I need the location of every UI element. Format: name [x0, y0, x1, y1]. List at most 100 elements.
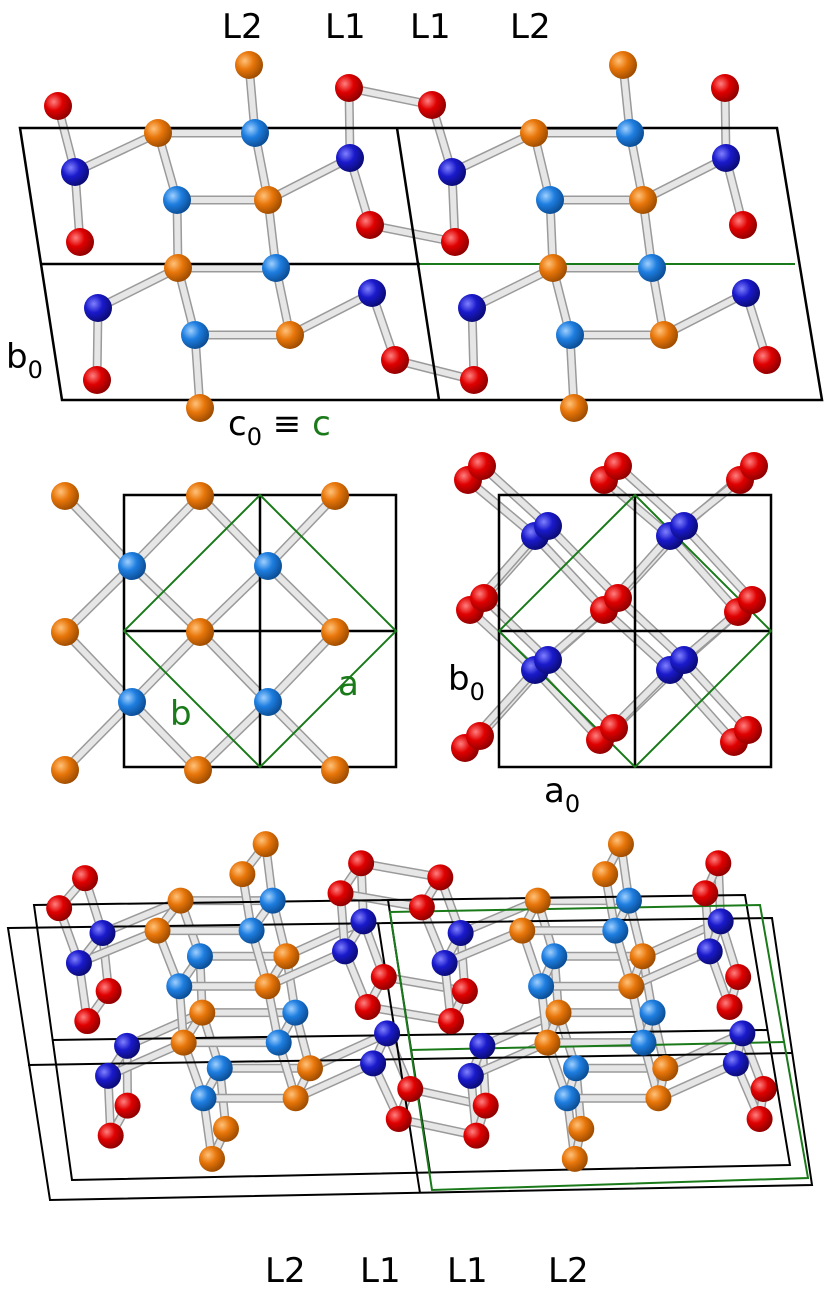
bond — [601, 477, 673, 539]
orange-atom — [297, 1055, 323, 1082]
red-atom — [451, 978, 478, 1005]
orange-atom — [321, 756, 349, 784]
bond — [197, 563, 271, 635]
bottom-cell-mid-front — [27, 1052, 793, 1066]
light-blue-atom — [259, 887, 286, 914]
dark-blue-atom — [469, 1032, 496, 1059]
bottom-cell-back — [32, 893, 792, 1182]
top-label-l2-right: L2 — [510, 7, 551, 47]
light-blue-atom — [118, 688, 146, 716]
bond — [95, 265, 181, 311]
bond — [346, 85, 435, 108]
orange-atom — [321, 618, 349, 646]
red-atom — [418, 91, 446, 119]
red-atom — [734, 716, 762, 744]
orange-atom — [539, 254, 567, 282]
bond — [532, 533, 607, 613]
bond — [129, 493, 203, 569]
red-atom — [44, 92, 72, 120]
axis-b0-mid-label: b0 — [448, 659, 485, 706]
orange-atom — [254, 186, 282, 214]
bond — [287, 290, 375, 338]
red-atom — [335, 74, 363, 102]
red-atom — [83, 366, 111, 394]
dark-blue-atom — [114, 1032, 141, 1059]
top-panel: L2 L1 L1 L2 b0 c0 ≡ c — [6, 7, 824, 451]
red-atom — [711, 74, 739, 102]
dark-blue-atom — [729, 1020, 756, 1047]
light-blue-atom — [118, 552, 146, 580]
dark-blue-atom — [732, 279, 760, 307]
red-atom — [705, 850, 732, 877]
light-blue-atom — [265, 1029, 292, 1056]
red-atom — [468, 452, 496, 480]
orange-atom — [144, 917, 171, 944]
red-atom — [746, 1106, 773, 1132]
light-blue-atom — [282, 999, 309, 1026]
red-atom — [604, 584, 632, 612]
light-blue-atom — [630, 1029, 657, 1056]
axis-b0-label: b0 — [6, 337, 43, 384]
bond — [62, 563, 135, 635]
red-atom — [600, 714, 628, 742]
orange-atom — [282, 1085, 309, 1112]
bond — [197, 629, 271, 705]
orange-atom — [170, 1029, 197, 1056]
dark-blue-atom — [707, 908, 734, 935]
dark-blue-atom — [360, 1050, 387, 1077]
bond — [265, 493, 338, 569]
red-atom — [408, 894, 435, 921]
red-atom — [729, 211, 757, 239]
light-blue-atom — [190, 1085, 217, 1112]
middle-left-bonds — [60, 491, 340, 775]
orange-atom — [650, 321, 678, 349]
top-atoms — [44, 51, 781, 422]
bond — [265, 629, 338, 705]
red-atom — [692, 880, 719, 907]
orange-atom — [618, 973, 645, 1000]
dark-blue-atom — [534, 646, 562, 674]
orange-atom — [273, 943, 300, 970]
orange-atom — [189, 999, 216, 1026]
bond — [129, 699, 201, 773]
orange-atom — [645, 1085, 672, 1112]
bond — [661, 290, 749, 338]
light-blue-atom — [615, 887, 642, 914]
light-blue-atom — [181, 321, 209, 349]
orange-atom — [276, 321, 304, 349]
bond — [105, 1039, 187, 1079]
light-blue-atom — [563, 1055, 589, 1082]
orange-atom — [51, 618, 79, 646]
bond — [265, 155, 353, 203]
middle-left-panel: b a — [51, 482, 398, 784]
light-blue-atom — [639, 999, 666, 1026]
light-blue-atom — [616, 119, 644, 147]
middle-left-green-cell — [122, 493, 398, 769]
orange-atom — [509, 917, 536, 944]
orange-atom — [164, 254, 192, 282]
orange-atom — [184, 756, 212, 784]
orange-atom — [534, 1029, 561, 1056]
bond — [628, 948, 713, 990]
red-atom — [327, 880, 354, 907]
red-atom — [472, 1092, 499, 1119]
bond — [62, 629, 135, 705]
orange-atom — [629, 186, 657, 214]
red-atom — [370, 963, 397, 990]
red-atom — [750, 1076, 777, 1102]
top-label-l1-right: L1 — [410, 7, 451, 47]
bottom-label-l2-right: L2 — [548, 1251, 589, 1289]
bond — [129, 629, 203, 705]
red-atom — [441, 228, 469, 256]
bond — [307, 1030, 391, 1072]
bond — [124, 1009, 206, 1049]
bond — [662, 1030, 746, 1072]
dark-blue-atom — [458, 294, 486, 322]
orange-atom — [51, 482, 79, 510]
dark-blue-atom — [374, 1020, 401, 1047]
light-blue-atom — [206, 1055, 233, 1082]
orange-atom — [186, 482, 214, 510]
orange-atom — [252, 831, 279, 858]
orange-atom — [186, 618, 214, 646]
